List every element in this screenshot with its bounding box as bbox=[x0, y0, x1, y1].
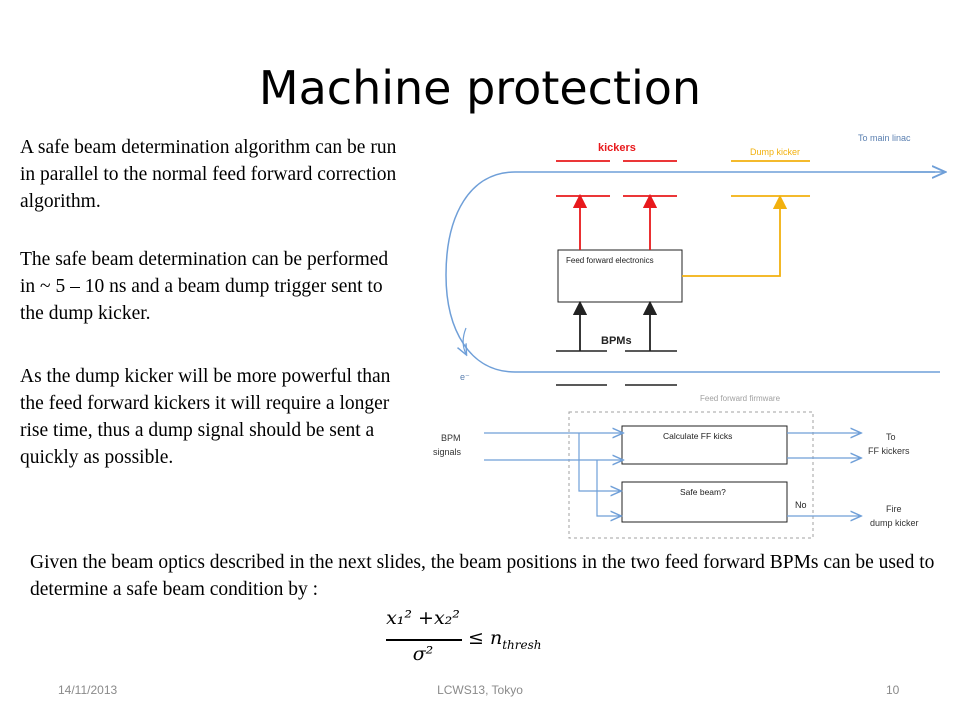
dump-kicker bbox=[731, 160, 810, 197]
to-main-linac-label: To main linac bbox=[858, 133, 911, 143]
formula-rhs-subscript: thresh bbox=[502, 637, 542, 652]
fire-dump-kicker-label-1: Fire bbox=[886, 504, 902, 514]
to-ff-kickers-label-2: FF kickers bbox=[868, 446, 910, 456]
paragraph-dump-timing: The safe beam determination can be perfo… bbox=[20, 249, 389, 324]
dump-trigger-line bbox=[682, 194, 788, 277]
electron-label: e⁻ bbox=[460, 372, 470, 382]
bpm-signals-label-2: signals bbox=[433, 447, 462, 457]
fire-dump-kicker-label-2: dump kicker bbox=[870, 518, 919, 528]
calc-ff-kicks-label: Calculate FF kicks bbox=[663, 431, 732, 441]
ff-kickers bbox=[556, 160, 677, 197]
footer-event: LCWS13, Tokyo bbox=[437, 683, 523, 697]
formula-fraction-bar bbox=[386, 639, 462, 641]
calc-ff-kicks-box bbox=[621, 425, 788, 465]
slide-title: Machine protection bbox=[258, 61, 702, 115]
footer-page-number: 10 bbox=[886, 683, 900, 697]
paragraph-safe-beam-algorithm: A safe beam determination algorithm can … bbox=[20, 137, 397, 212]
bpm-signals-label-1: BPM bbox=[441, 433, 461, 443]
formula-rhs-main: ≤ n bbox=[468, 627, 503, 649]
electron-direction-arrow bbox=[463, 327, 466, 354]
paragraph-dump-kicker-rise-time: As the dump kicker will be more powerful… bbox=[20, 366, 391, 468]
to-ff-kickers-label-1: To bbox=[886, 432, 896, 442]
formula-numerator: x₁² +x₂² bbox=[386, 607, 460, 629]
footer-date: 14/11/2013 bbox=[58, 683, 118, 697]
ff-electronics-box bbox=[557, 249, 683, 303]
bottom-description: Given the beam optics described in the n… bbox=[30, 552, 935, 600]
kickers-label: kickers bbox=[598, 142, 636, 154]
no-label: No bbox=[795, 500, 807, 510]
ff-electronics-label: Feed forward electronics bbox=[566, 256, 654, 265]
safe-beam-box bbox=[621, 481, 788, 523]
bpm-signal-lines bbox=[484, 433, 860, 516]
bpms bbox=[556, 350, 677, 386]
safe-beam-formula: x₁² +x₂² σ² ≤ nthresh bbox=[384, 607, 584, 669]
formula-rhs: ≤ nthresh bbox=[468, 627, 541, 652]
ff-firmware-box bbox=[568, 411, 814, 539]
ff-firmware-label: Feed forward firmware bbox=[700, 394, 781, 403]
dump-kicker-label: Dump kicker bbox=[750, 147, 800, 157]
safe-beam-label: Safe beam? bbox=[680, 487, 726, 497]
beam-path bbox=[445, 171, 940, 373]
formula-denominator: σ² bbox=[412, 643, 434, 665]
bpms-label: BPMs bbox=[601, 335, 632, 347]
